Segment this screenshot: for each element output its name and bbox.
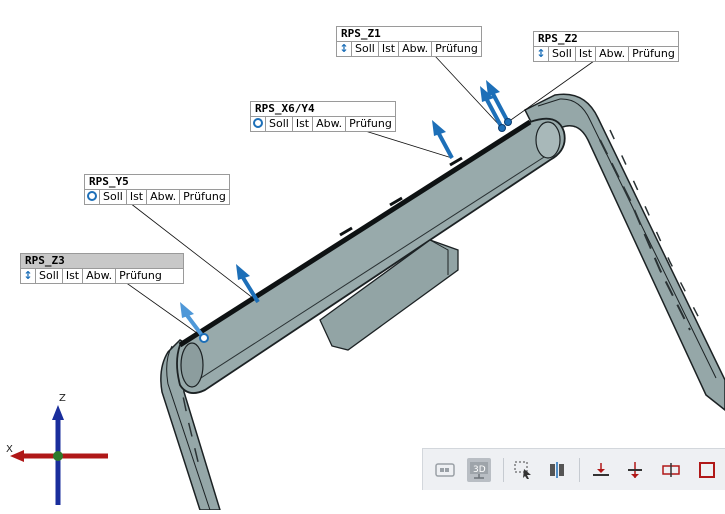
circle-icon	[85, 190, 100, 204]
arrow-up-icon: ↕	[337, 42, 352, 56]
rps-z1-arrow[interactable]	[480, 80, 512, 132]
screen-view-icon[interactable]	[433, 458, 457, 482]
pruefung-cell[interactable]: Prüfung	[183, 190, 226, 203]
rps-arrows	[180, 80, 512, 343]
rps-label-title: RPS_Z3	[21, 254, 183, 269]
leader-lines	[124, 55, 595, 339]
pruefung-cell[interactable]: Prüfung	[632, 47, 675, 60]
abw-cell[interactable]: Abw.	[83, 269, 117, 283]
rps-label-z3[interactable]: RPS_Z3 ↕ Soll Ist Abw. Prüfung	[20, 253, 184, 284]
rps-label-title: RPS_X6/Y4	[251, 102, 395, 117]
clip-icon[interactable]	[659, 458, 683, 482]
box-select-icon[interactable]	[511, 458, 535, 482]
frame-icon[interactable]	[695, 458, 719, 482]
axis-triad	[10, 405, 108, 505]
rps-label-z1[interactable]: RPS_Z1 ↕ Soll Ist Abw. Prüfung	[336, 26, 482, 57]
ist-cell[interactable]: Ist	[63, 269, 84, 283]
ist-cell[interactable]: Ist	[576, 47, 597, 61]
rps-label-title: RPS_Z1	[337, 27, 481, 42]
circle-icon	[251, 117, 266, 131]
soll-cell[interactable]: Soll	[352, 42, 379, 56]
soll-cell[interactable]: Soll	[100, 190, 127, 204]
rps-label-title: RPS_Y5	[85, 175, 229, 190]
rps-label-z2[interactable]: RPS_Z2 ↕ Soll Ist Abw. Prüfung	[533, 31, 679, 62]
rps-label-title: RPS_Z2	[534, 32, 678, 47]
soll-cell[interactable]: Soll	[36, 269, 63, 283]
3d-view-icon[interactable]: 3D	[467, 458, 491, 482]
arrow-up-icon: ↕	[534, 47, 549, 61]
rps-y5-arrow[interactable]	[236, 264, 260, 304]
pruefung-cell[interactable]: Prüfung	[119, 269, 162, 282]
section-plane-icon[interactable]	[589, 458, 613, 482]
abw-cell[interactable]: Abw.	[147, 190, 181, 204]
soll-cell[interactable]: Soll	[549, 47, 576, 61]
section-move-icon[interactable]	[623, 458, 647, 482]
abw-cell[interactable]: Abw.	[596, 47, 630, 61]
bracket-main-body	[176, 117, 566, 394]
abw-cell[interactable]: Abw.	[313, 117, 347, 131]
view-toolbar: 3D	[422, 448, 725, 490]
pruefung-cell[interactable]: Prüfung	[435, 42, 478, 55]
rps-x6y4-arrow[interactable]	[432, 120, 454, 159]
rps-label-y5[interactable]: RPS_Y5 Soll Ist Abw. Prüfung	[84, 174, 230, 205]
z-axis-label: Z	[59, 393, 66, 404]
soll-cell[interactable]: Soll	[266, 117, 293, 131]
toolbar-separator	[579, 458, 580, 482]
split-view-icon[interactable]	[545, 458, 569, 482]
rps-label-x6y4[interactable]: RPS_X6/Y4 Soll Ist Abw. Prüfung	[250, 101, 396, 132]
ist-cell[interactable]: Ist	[127, 190, 148, 204]
arrow-up-icon: ↕	[21, 269, 36, 283]
rps-z3-arrow[interactable]	[180, 302, 209, 343]
abw-cell[interactable]: Abw.	[399, 42, 433, 56]
x-axis-label: X	[6, 444, 13, 455]
ist-cell[interactable]: Ist	[293, 117, 314, 131]
ist-cell[interactable]: Ist	[379, 42, 400, 56]
toolbar-separator	[503, 458, 504, 482]
pruefung-cell[interactable]: Prüfung	[349, 117, 392, 130]
3d-label: 3D	[473, 465, 486, 475]
